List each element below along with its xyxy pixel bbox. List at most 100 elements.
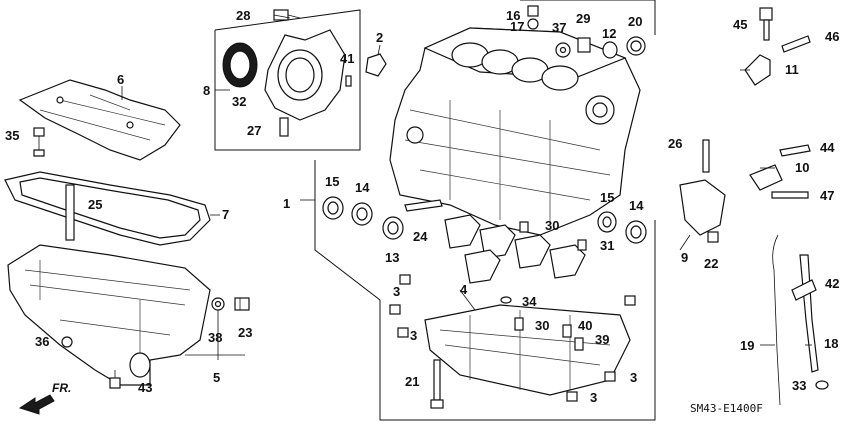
callout-23: 23 [238,325,252,340]
stud-25 [65,184,75,241]
bearing-14-right [625,220,647,244]
bolt-3-c [604,295,636,382]
plug-23 [234,297,250,311]
bolt-3-d [566,391,578,402]
callout-35: 35 [5,128,19,143]
seal-housing [264,29,346,121]
oil-seal-32 [222,42,258,88]
callout-44: 44 [820,140,835,155]
bearing-15-right [597,211,617,233]
dowel-27 [279,117,289,137]
callout-28: 28 [236,8,250,23]
callout-11: 11 [785,62,799,77]
bearing-14-left [351,202,373,226]
bracket-9 [679,179,726,236]
bearing-15-left [322,196,344,220]
rear-seal-group-frame [214,9,361,151]
bolt-36 [61,336,73,348]
callout-21: 21 [405,374,419,389]
callout-14: 14 [629,198,644,213]
bolt-35 [33,127,45,157]
callout-31: 31 [600,238,614,253]
callout-34: 34 [522,294,537,309]
callout-27: 27 [247,123,261,138]
callout-3: 3 [410,328,417,343]
bearing-caps [444,214,586,284]
callout-12: 12 [602,26,616,41]
callout-37: 37 [552,20,566,35]
callout-24: 24 [413,229,428,244]
callout-6: 6 [117,72,124,87]
callout-45: 45 [733,17,747,32]
callout-8: 8 [203,83,210,98]
pin-41 [345,75,352,87]
callout-13: 13 [385,250,399,265]
washer-38 [211,297,225,311]
callout-40: 40 [578,318,592,333]
bolt-21 [430,359,444,409]
callout-4: 4 [460,282,468,297]
callout-7: 7 [222,207,229,222]
bearing-cap-bridge [424,304,631,396]
callout-labels: 1 2 3 3 3 3 4 5 6 7 8 9 10 11 12 13 14 1… [5,8,839,405]
cylinder-block [389,27,641,236]
leader-lines [121,14,812,360]
bolt-3-b [389,304,409,338]
callout-22: 22 [704,256,718,271]
plug-29 [577,37,591,53]
callout-9: 9 [681,250,688,265]
dipstick-tube-upper-11 [744,54,771,86]
callout-25: 25 [88,197,102,212]
oil-pan [7,244,211,386]
bolt-22 [707,231,719,243]
cap-12 [602,41,618,59]
callout-26: 26 [668,136,682,151]
callout-42: 42 [825,276,839,291]
callout-17: 17 [510,19,524,34]
bolt-43 [109,370,121,389]
callout-20: 20 [628,14,642,29]
oring-34 [500,296,512,304]
callout-2: 2 [376,30,383,45]
callout-29: 29 [576,11,590,26]
bolt-46 [781,35,811,53]
callout-36: 36 [35,334,49,349]
callout-47: 47 [820,188,834,203]
callout-15: 15 [325,174,339,189]
front-direction-arrow: FR. [18,381,71,415]
bearing-13 [382,216,404,240]
washer-37 [555,42,571,58]
callout-43: 43 [138,380,152,395]
plug-20 [626,36,646,56]
bolt-3-a [399,274,411,285]
callout-30: 30 [535,318,549,333]
callout-39: 39 [595,332,609,347]
callout-1: 1 [283,196,290,211]
sensor-2 [365,53,387,77]
dipstick-19 [772,234,781,406]
callout-5: 5 [213,370,220,385]
callout-19: 19 [740,338,754,353]
bolt-44 [779,144,811,157]
dowel-31 [577,239,587,251]
stud-24 [404,199,443,212]
callout-15: 15 [600,190,614,205]
callout-3: 3 [630,370,637,385]
bolt-45 [759,7,773,41]
oring-33 [815,380,829,390]
drawing-code: SM43-E1400F [690,402,763,415]
bolt-47 [771,191,809,199]
callout-30: 30 [545,218,559,233]
callout-14: 14 [355,180,370,195]
callout-33: 33 [792,378,806,393]
oil-pan-baffle [18,79,181,161]
oil-pan-gasket [4,171,211,246]
front-direction-label: FR. [52,381,71,395]
callout-32: 32 [232,94,246,109]
callout-46: 46 [825,29,839,44]
callout-16: 16 [506,8,520,23]
callout-10: 10 [795,160,809,175]
callout-18: 18 [824,336,838,351]
callout-38: 38 [208,330,222,345]
